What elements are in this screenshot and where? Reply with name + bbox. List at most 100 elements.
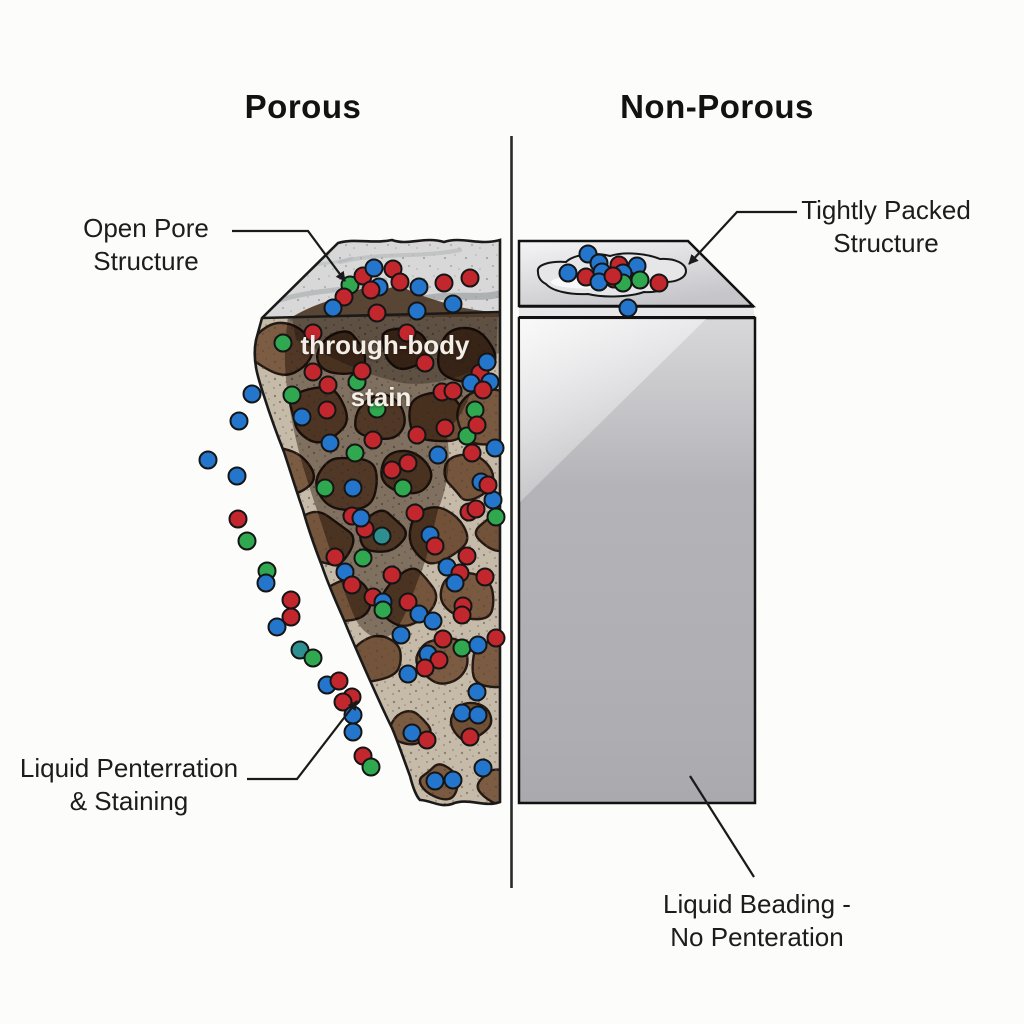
stain-label: stain	[350, 382, 412, 412]
through-body-label: through-body	[300, 330, 470, 360]
liquid-molecule-dot	[475, 567, 495, 587]
liquid-molecule-dot	[373, 600, 393, 620]
liquid-molecule-dot	[281, 607, 301, 627]
liquid-molecule-dot	[460, 727, 480, 747]
liquid-molecule-dot	[317, 400, 337, 420]
block-face-highlight	[520, 319, 706, 502]
block-edge-band	[519, 306, 755, 318]
pore-cell	[297, 772, 330, 805]
liquid-molecule-dot	[460, 268, 480, 288]
pore-cell	[264, 708, 309, 751]
porous-dots-layer	[198, 258, 506, 791]
liquid-molecule-dot	[315, 478, 335, 498]
tightly-packed-label: Tightly Packed Structure	[801, 194, 971, 260]
liquid-molecule-dot	[485, 438, 505, 458]
liquid-molecule-dot	[443, 294, 463, 314]
liquid-molecule-dot	[345, 443, 365, 463]
liquid-molecule-dot	[425, 771, 445, 791]
liquid-molecule-dot	[228, 509, 248, 529]
liquid-molecule-dot	[467, 415, 487, 435]
liquid-molecule-dot	[303, 323, 323, 343]
liquid-molecule-dot	[452, 703, 472, 723]
liquid-molecule-dot	[323, 298, 343, 318]
liquid-molecule-dot	[445, 573, 465, 593]
liquid-molecule-dot	[237, 531, 257, 551]
liquid-molecule-dot	[466, 499, 486, 519]
liquid-molecule-dot	[397, 323, 417, 343]
liquid-molecule-dot	[423, 611, 443, 631]
liquid-molecule-dot	[393, 478, 413, 498]
liquid-molecule-dot	[467, 682, 487, 702]
nonporous-dots-layer	[558, 244, 669, 318]
liquid-molecule-dot	[398, 592, 418, 612]
liquid-molecule-dot	[343, 722, 363, 742]
leader-liquid-beading	[689, 775, 755, 878]
liquid-molecule-dot	[415, 353, 435, 373]
liquid-molecule-dot	[229, 411, 249, 431]
liquid-molecule-dot	[382, 565, 402, 585]
liquid-molecule-dot	[417, 730, 437, 750]
rock-outline	[253, 238, 502, 807]
liquid-molecule-dot	[457, 546, 477, 566]
liquid-molecule-dot	[227, 466, 247, 486]
liquid-molecule-dot	[391, 625, 411, 645]
liquid-penetration-label: Liquid Penterration & Staining	[20, 752, 238, 818]
liquid-beading-label: Liquid Beading - No Penteration	[663, 888, 851, 954]
open-pore-label-line1: Open Pore	[83, 213, 209, 243]
liquid-molecule-dot	[329, 671, 349, 691]
liquid-molecule-dot	[405, 503, 425, 523]
liquid-molecule-dot	[443, 770, 463, 790]
liquid-molecule-dot	[443, 381, 463, 401]
liquid-molecule-dot	[303, 362, 323, 382]
liquid-molecule-dot	[415, 658, 435, 678]
liquid-molecule-dot	[334, 287, 354, 307]
liquid-molecule-dot	[468, 635, 488, 655]
liquid-molecule-dot	[367, 303, 387, 323]
liquid-molecule-dot	[372, 526, 392, 546]
tightly-packed-label-line2: Structure	[833, 228, 939, 258]
nonporous-title: Non-Porous	[620, 88, 814, 125]
liquid-molecule-dot	[198, 450, 218, 470]
liquid-molecule-dot	[486, 628, 506, 648]
nonporous-material-illustration	[517, 239, 757, 805]
liquid-molecule-dot	[407, 425, 427, 445]
liquid-molecule-dot	[434, 273, 454, 293]
liquid-molecule-dot	[478, 475, 498, 495]
liquid-molecule-dot	[435, 418, 455, 438]
liquid-molecule-dot	[390, 272, 410, 292]
leader-open-pore	[232, 229, 346, 282]
liquid-molecule-dot	[342, 575, 362, 595]
liquid-molecule-dot	[318, 375, 338, 395]
liquid-penetration-label-line1: Liquid Penterration	[19, 753, 239, 783]
liquid-molecule-dot	[343, 478, 363, 498]
leader-lines	[232, 210, 797, 878]
open-pore-label: Open Pore Structure	[83, 212, 209, 278]
liquid-molecule-dot	[352, 361, 372, 381]
leader-tightly-packed	[688, 210, 797, 265]
liquid-molecule-dot	[256, 573, 276, 593]
liquid-molecule-dot	[428, 445, 448, 465]
liquid-molecule-dot	[351, 508, 371, 528]
liquid-molecule-dot	[364, 258, 384, 278]
liquid-molecule-dot	[452, 605, 472, 625]
liquid-molecule-dot	[468, 705, 488, 725]
liquid-molecule-dot	[363, 430, 383, 450]
liquid-molecule-dot	[398, 664, 418, 684]
tightly-packed-label-line1: Tightly Packed	[801, 195, 971, 225]
liquid-molecule-dot	[603, 266, 623, 286]
liquid-molecule-dot	[282, 385, 302, 405]
liquid-molecule-dot	[407, 301, 427, 321]
liquid-molecule-dot	[382, 460, 402, 480]
liquid-molecule-dot	[320, 433, 340, 453]
liquid-molecule-dot	[473, 758, 493, 778]
liquid-molecule-dot	[649, 273, 669, 293]
liquid-molecule-dot	[303, 648, 323, 668]
liquid-molecule-dot	[452, 638, 472, 658]
liquid-molecule-dot	[361, 280, 381, 300]
liquid-molecule-dot	[409, 277, 429, 297]
stain-core	[292, 314, 498, 384]
liquid-molecule-dot	[486, 507, 506, 527]
liquid-molecule-dot	[398, 453, 418, 473]
liquid-molecule-dot	[325, 547, 345, 567]
